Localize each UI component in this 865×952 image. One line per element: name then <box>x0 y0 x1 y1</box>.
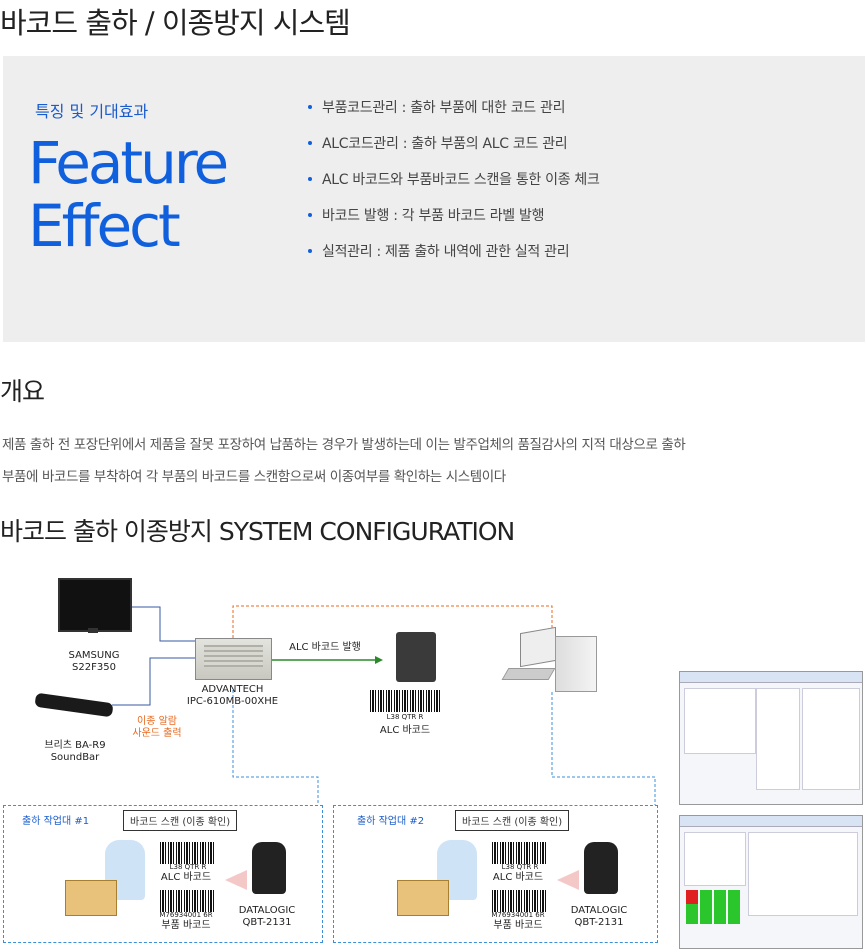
feature-item: ALC 바코드와 부품바코드 스캔을 통한 이종 체크 <box>308 168 600 204</box>
station-1-scan-label: 바코드 스캔 (이종 확인) <box>123 810 238 831</box>
pc-label-1: ADVANTECH <box>201 684 264 695</box>
printer-barcode-label: ALC 바코드 <box>379 725 431 736</box>
feature-item: ALC코드관리 : 출하 부품의 ALC 코드 관리 <box>308 132 600 168</box>
alarm-label-1: 이종 알람 <box>137 716 177 727</box>
station-1-part-label: 부품 바코드 <box>161 920 211 931</box>
configuration-diagram: SAMSUNG S22F350 브리츠 BA-R9 SoundBar 이종 알람… <box>0 570 865 952</box>
box-icon <box>65 880 117 916</box>
printer-barcode-text: L38 QTR R <box>386 713 424 721</box>
bullet-icon <box>308 248 312 253</box>
computer-monitor-icon <box>520 626 556 668</box>
feature-list: 부품코드관리 : 출하 부품에 대한 코드 관리 ALC코드관리 : 출하 부품… <box>308 96 600 276</box>
scan-beam-icon <box>557 870 579 890</box>
station-1-part-barcode <box>160 890 215 912</box>
station-2-part-code: M76934001 6R <box>491 911 545 919</box>
barcode-scanner-icon <box>584 842 618 894</box>
overview-line-1: 제품 출하 전 포장단위에서 제품을 잘못 포장하여 납품하는 경우가 발생하는… <box>2 437 686 453</box>
monitor-icon <box>58 578 132 632</box>
alarm-label-2: 사운드 출력 <box>132 728 182 739</box>
label-printer-icon <box>396 632 436 682</box>
box-icon <box>397 880 449 916</box>
station-1-alc-barcode <box>160 842 215 864</box>
feature-panel <box>3 56 865 342</box>
barcode-scanner-icon <box>252 842 286 894</box>
station-2-part-label: 부품 바코드 <box>493 920 543 931</box>
station-1-scanner-label-2: QBT-2131 <box>242 917 292 928</box>
alc-barcode-image <box>370 690 440 712</box>
feature-word: Feature <box>28 129 229 197</box>
overview-line-2: 부품에 바코드를 부착하여 각 부품의 바코드를 스캔함으로써 이종여부를 확인… <box>2 469 506 485</box>
software-screenshot-1 <box>679 671 863 805</box>
computer-tower-icon <box>555 636 597 692</box>
bullet-icon <box>308 104 312 109</box>
station-2-alc-barcode <box>492 842 547 864</box>
monitor-label-1: SAMSUNG <box>68 650 120 661</box>
feature-heading: 특징 및 기대효과 <box>35 102 149 121</box>
software-screenshot-2 <box>679 815 863 949</box>
station-2-scan-label: 바코드 스캔 (이종 확인) <box>455 810 570 831</box>
station-1-scanner-label-1: DATALOGIC <box>238 905 296 916</box>
industrial-pc-icon <box>195 638 272 680</box>
station-1-alc-code: L38 QTR R <box>169 863 207 871</box>
feature-item: 바코드 발행 : 각 부품 바코드 라벨 발행 <box>308 204 600 240</box>
page-title: 바코드 출하 / 이종방지 시스템 <box>0 6 351 40</box>
alc-issue-label: ALC 바코드 발행 <box>289 642 361 653</box>
scan-beam-icon <box>225 870 247 890</box>
station-1-title: 출하 작업대 #1 <box>22 816 90 827</box>
feature-item: 부품코드관리 : 출하 부품에 대한 코드 관리 <box>308 96 600 132</box>
bullet-icon <box>308 140 312 145</box>
bullet-icon <box>308 176 312 181</box>
station-2-part-barcode <box>492 890 547 912</box>
speaker-label-2: SoundBar <box>50 752 100 763</box>
monitor-stand <box>88 628 98 633</box>
station-2-scanner-label-1: DATALOGIC <box>570 905 628 916</box>
effect-word: Effect <box>28 192 181 260</box>
config-heading: 바코드 출하 이종방지 SYSTEM CONFIGURATION <box>0 517 515 546</box>
station-1-part-code: M76934001 6R <box>159 911 213 919</box>
pc-label-2: IPC-610MB-00XHE <box>186 696 279 707</box>
keyboard-icon <box>501 668 556 680</box>
diagram-lines <box>112 605 656 805</box>
bullet-icon <box>308 212 312 217</box>
station-2-alc-label: ALC 바코드 <box>492 872 544 883</box>
station-2-alc-code: L38 QTR R <box>501 863 539 871</box>
station-2-title: 출하 작업대 #2 <box>357 816 425 827</box>
speaker-label-1: 브리츠 BA-R9 <box>44 740 106 751</box>
station-2-scanner-label-2: QBT-2131 <box>574 917 624 928</box>
station-1-alc-label: ALC 바코드 <box>160 872 212 883</box>
station-1-box <box>3 805 323 943</box>
feature-item: 실적관리 : 제품 출하 내역에 관한 실적 관리 <box>308 240 600 276</box>
overview-heading: 개요 <box>0 377 45 406</box>
monitor-label-2: S22F350 <box>72 662 116 673</box>
station-2-box <box>333 805 658 943</box>
